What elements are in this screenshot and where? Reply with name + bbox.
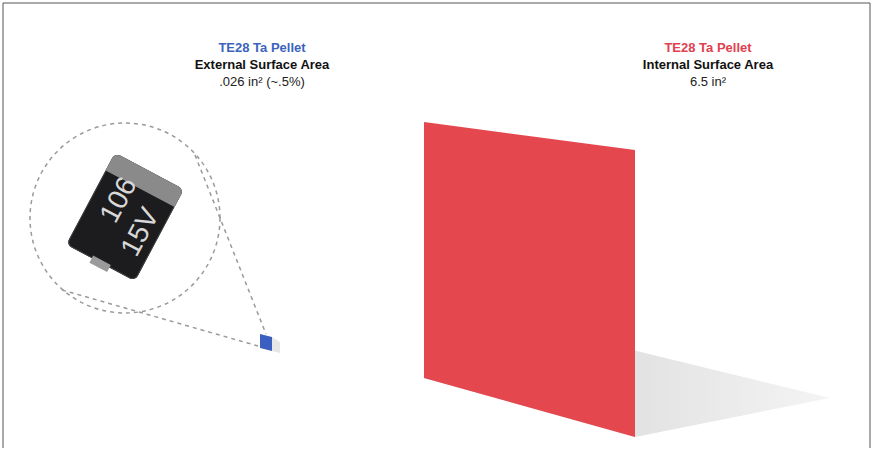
frame xyxy=(3,3,870,448)
area-value: .026 in² (~.5%) xyxy=(219,74,305,90)
pellet-title: TE28 Ta Pellet xyxy=(664,40,751,56)
zoom-circle xyxy=(30,123,220,313)
zoom-line xyxy=(62,290,258,346)
internal-area-panel xyxy=(424,122,635,437)
pellet-title: TE28 Ta Pellet xyxy=(218,40,305,56)
square-shadow xyxy=(272,337,280,353)
area-heading: Internal Surface Area xyxy=(643,57,773,73)
chip-terminal xyxy=(89,256,110,272)
area-heading: External Surface Area xyxy=(195,57,330,73)
external-area-square xyxy=(260,334,272,351)
area-value: 6.5 in² xyxy=(690,74,726,90)
zoom-line xyxy=(195,155,266,334)
